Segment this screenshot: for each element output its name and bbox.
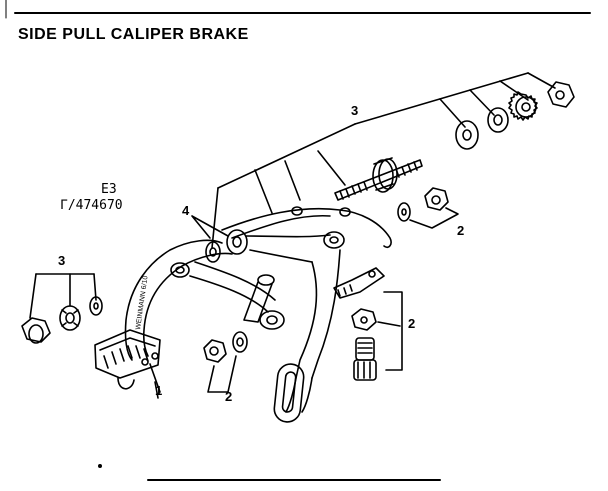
brake-shoe [95, 330, 160, 392]
callout-1-leader [155, 382, 158, 398]
arm-mounting-bolt [244, 275, 274, 322]
callout-3-left: 3 [58, 253, 66, 268]
callout-2-right-mid: 2 [408, 316, 416, 331]
left-hardware-group [22, 274, 102, 343]
callout-3-top: 3 [351, 103, 359, 118]
left-star-washer [60, 306, 80, 330]
anchor-nut [352, 309, 376, 330]
callout-2-right-top: 2 [457, 223, 465, 238]
callout-2-bottom: 2 [225, 389, 233, 404]
flat-washer-1 [488, 108, 508, 132]
model-code-line1: E3 [101, 182, 117, 197]
top-hardware-stack [456, 82, 574, 149]
left-acorn-nut [22, 318, 50, 342]
callout-1: 1 [155, 383, 163, 398]
callout-2-mid-leader [378, 292, 402, 370]
model-code-line2: Γ/474670 [60, 198, 123, 213]
bottom-nut-washer [204, 332, 247, 392]
pivot-bolt [335, 158, 422, 200]
flat-washer-2 [456, 121, 478, 149]
callout-4: 4 [182, 203, 190, 218]
adjuster-screw [354, 338, 376, 380]
cable-anchor-bolt [334, 268, 384, 298]
callout-3-top-leader [212, 73, 555, 248]
diagram-title: SIDE PULL CALIPER BRAKE [18, 26, 249, 43]
callout-4-leader [192, 216, 228, 238]
front-caliper-arm: WEINMANN 6/10 [125, 240, 284, 360]
left-flat-washer [90, 297, 102, 315]
right-nut-washer [398, 188, 458, 228]
star-washer-shape [509, 92, 537, 120]
acorn-nut-shape [548, 82, 574, 107]
rear-caliper-arm [206, 230, 344, 423]
